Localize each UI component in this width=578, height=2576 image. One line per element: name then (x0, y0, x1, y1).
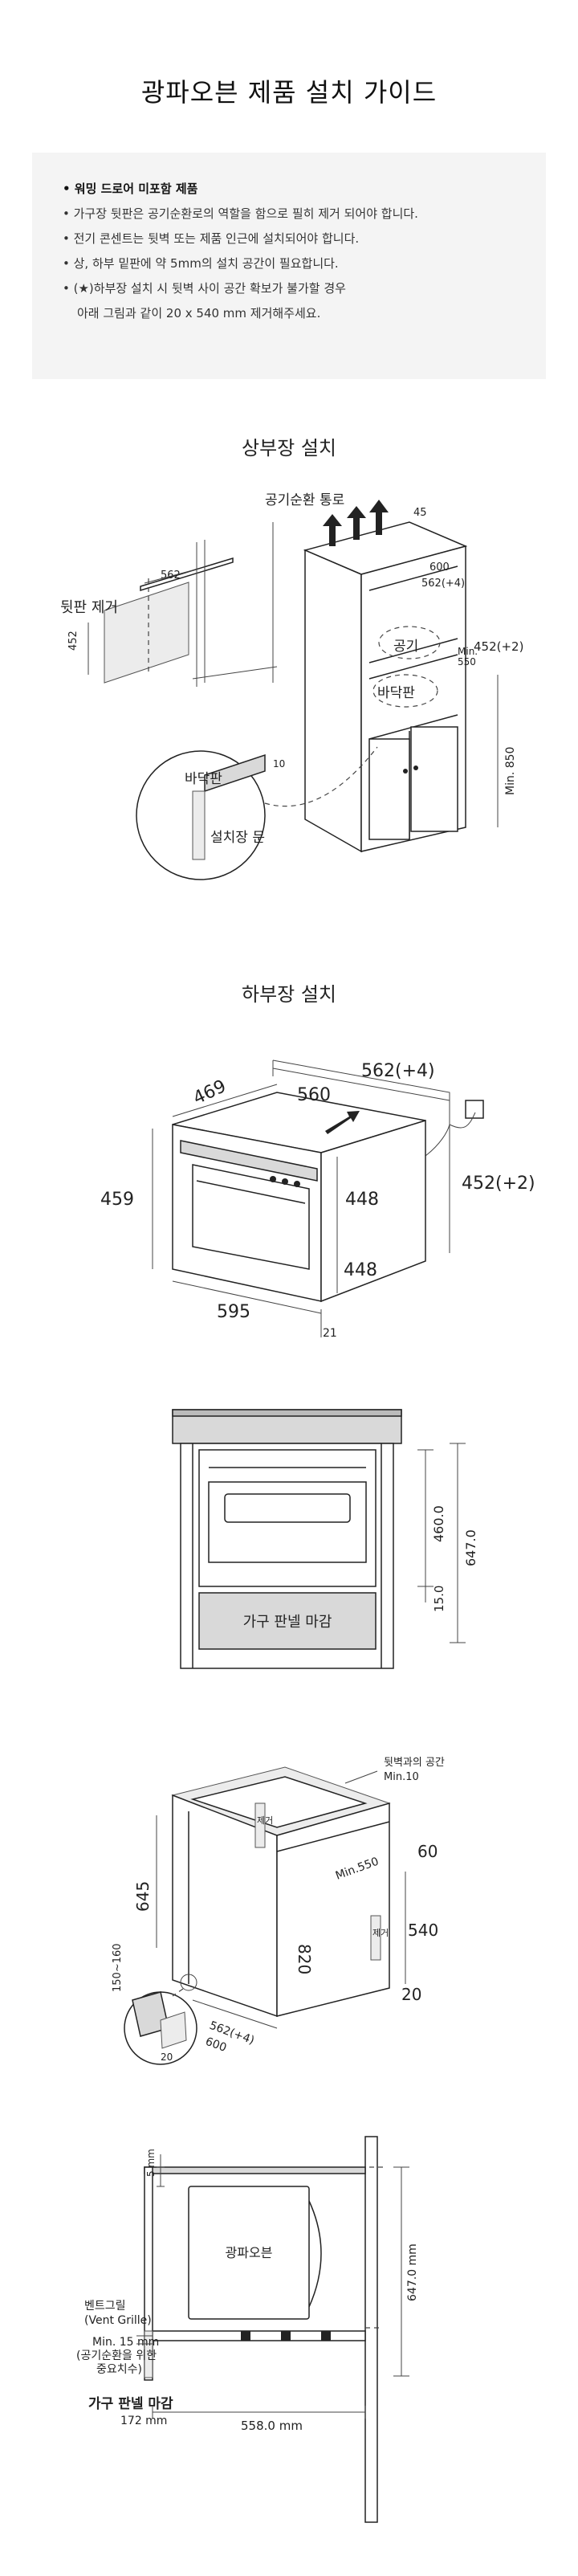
dim-10: 10 (273, 758, 285, 770)
cabinet-cutout-diagram: 제거 제거 뒷벽과의 공간 Min.10 645 150~160 820 Min… (112, 1757, 445, 2065)
dim-21: 21 (323, 1327, 337, 1340)
page-title: 광파오븐 제품 설치 가이드 (140, 77, 438, 108)
dim-20b: 20 (161, 2051, 173, 2063)
dim-645: 645 (133, 1881, 153, 1912)
dim-562: 562(+4) (421, 578, 465, 590)
dim-540: 540 (408, 1921, 438, 1940)
note-item: • (★)하부장 설치 시 뒷벽 사이 공간 확보가 불가할 경우 (63, 281, 346, 296)
dim-600: 600 (429, 561, 450, 574)
removed-back-panel: 뒷판 제거 562 452 (60, 522, 278, 687)
gap-label: 뒷벽과의 공간 (384, 1757, 445, 1769)
dim-45: 45 (413, 507, 427, 519)
dim-469: 469 (190, 1076, 230, 1108)
dim-5mm: 5 mm (145, 2149, 157, 2177)
dim-452-lower: 452(+2) (462, 1174, 535, 1194)
dim-460: 460.0 (431, 1505, 446, 1542)
oven-label: 광파오븐 (226, 2245, 273, 2260)
note-item: • 워밍 드로어 미포함 제품 (63, 182, 198, 196)
side-section-diagram: 광파오븐 벤트그릴 (Vent Grille) Min. 15 mm (공기순환… (76, 2136, 419, 2523)
dim-448b: 448 (344, 1260, 377, 1280)
note-item: • 가구장 뒷판은 공기순환로의 역할을 함으로 필히 제거 되어야 합니다. (63, 206, 418, 221)
upper-install-diagram: 뒷판 제거 562 452 공기순환 통로 공기 바닥판 45 600 562(… (60, 492, 523, 880)
dim-647-front: 647.0 (463, 1529, 478, 1566)
air-label: 공기 (393, 639, 418, 655)
note-item: • 상, 하부 밑판에 약 5mm의 설치 공간이 필요합니다. (63, 256, 339, 271)
dim-647mm: 647.0 mm (406, 2243, 419, 2301)
gap-min: Min.10 (384, 1771, 419, 1783)
front-view-diagram: 가구 판넬 마감 460.0 15.0 647.0 (172, 1409, 478, 1669)
remove-back-label: 뒷판 제거 (60, 599, 118, 616)
tall-cabinet: 공기순환 통로 공기 바닥판 45 600 562(+4) Min. 550 4… (265, 492, 523, 853)
dim-595: 595 (217, 1302, 250, 1322)
dim-20: 20 (401, 1985, 421, 2004)
panel-label: 가구 판넬 마감 (243, 1614, 332, 1631)
dim-459: 459 (100, 1190, 134, 1210)
note-item: 아래 그림과 같이 20 x 540 mm 제거해주세요. (77, 306, 321, 320)
dim-min850: Min. 850 (504, 747, 517, 795)
install-door-label: 설치장 문 (210, 830, 265, 846)
dim-150: 150~160 (112, 1943, 124, 1992)
dim-558: 558.0 mm (241, 2419, 303, 2433)
side-panel-label: 가구 판넬 마감 (88, 2396, 173, 2412)
dim-452p: 452(+2) (474, 639, 523, 654)
dim-min: Min. (458, 646, 478, 657)
bottom-label: 바닥판 (377, 685, 415, 701)
dim-452: 452 (67, 631, 79, 651)
dim-448a: 448 (345, 1190, 379, 1210)
mark-a: 제거 (257, 1815, 273, 1826)
mark-b: 제거 (372, 1928, 389, 1938)
min15-note-b: 중요치수) (96, 2363, 142, 2376)
dim-min550: 550 (458, 656, 476, 667)
dim-820: 820 (295, 1944, 314, 1974)
min15-label: Min. 15 mm (92, 2336, 159, 2349)
upper-section-title: 상부장 설치 (241, 437, 337, 459)
dim-172: 172 mm (120, 2415, 167, 2427)
vent-label: 벤트그릴 (84, 2300, 126, 2313)
dim-15: 15.0 (432, 1586, 446, 1612)
bottom2-label: 바닥판 (185, 771, 222, 787)
dim-562b: 562 (161, 569, 181, 582)
dim-60: 60 (417, 1842, 438, 1861)
dim-562-lower: 562(+4) (361, 1061, 435, 1081)
dim-600-cab: 600 (204, 2035, 229, 2055)
min15-note-a: (공기순환을 위한 (76, 2349, 157, 2362)
airflow-label: 공기순환 통로 (265, 492, 344, 508)
lower-section-title: 하부장 설치 (241, 983, 337, 1006)
vent-en-label: (Vent Grille) (84, 2314, 152, 2327)
note-item: • 전기 콘센트는 뒷벽 또는 제품 인근에 설치되어야 합니다. (63, 231, 360, 246)
notes-box: • 워밍 드로어 미포함 제품 • 가구장 뒷판은 공기순환로의 역할을 함으로… (32, 153, 546, 379)
dim-560: 560 (297, 1085, 331, 1105)
lower-install-diagram: 562(+4) 560 469 459 448 452(+2) 448 595 … (100, 1059, 535, 1340)
zoom-detail: 바닥판 설치장 문 10 (136, 746, 378, 880)
